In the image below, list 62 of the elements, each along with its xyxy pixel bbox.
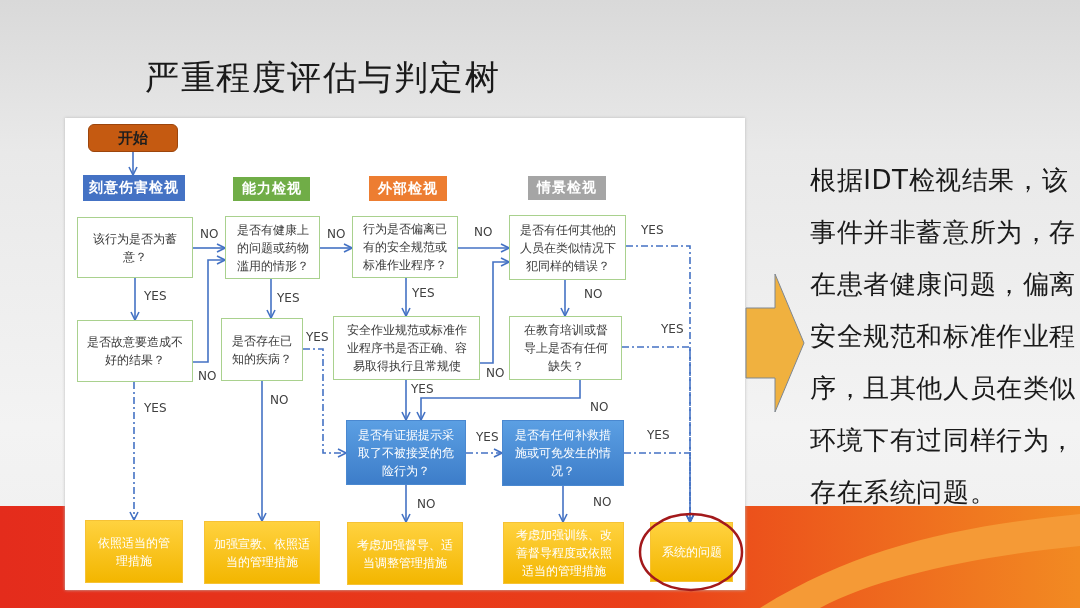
arrow: [129, 381, 139, 521]
edge-label: YES: [411, 287, 436, 300]
decision-box: 是否有证据提示采取了不被接受的危险行为？: [346, 420, 466, 485]
edge-label: YES: [143, 290, 168, 303]
arrow: [319, 243, 353, 253]
decision-box: 在教育培训或督导上是否有任何缺失？: [509, 316, 622, 380]
edge-label: YES: [410, 383, 435, 396]
outcome-box: 依照适当的管理措施: [85, 520, 183, 583]
column-header: 情景检视: [528, 176, 606, 200]
arrow: [479, 257, 510, 364]
edge-label: NO: [485, 367, 506, 380]
edge-label: NO: [197, 370, 218, 383]
edge-label: NO: [592, 496, 613, 509]
edge-label: NO: [473, 226, 494, 239]
arrow: [465, 448, 503, 458]
edge-label: NO: [326, 228, 347, 241]
arrow: [401, 379, 411, 421]
arrow: [623, 452, 695, 523]
edge-label: NO: [589, 401, 610, 414]
arrow: [401, 484, 411, 523]
edge-label: YES: [646, 429, 671, 442]
column-header: 刻意伤害检视: [83, 175, 185, 201]
decision-box: 是否存在已知的疾病？: [221, 318, 303, 381]
outcome-box: 系统的问题: [650, 522, 733, 582]
arrow: [416, 379, 581, 421]
outcome-box: 考虑加强训练、改善督导程度或依照适当的管理措施: [503, 522, 624, 584]
arrow: [266, 278, 276, 319]
arrow: [130, 277, 140, 321]
edge-label: NO: [199, 228, 220, 241]
edge-label: YES: [276, 292, 301, 305]
column-header: 能力检视: [233, 177, 310, 201]
edge-label: YES: [660, 323, 685, 336]
column-header: 外部检视: [369, 176, 447, 201]
outcome-box: 考虑加强督导、适当调整管理措施: [347, 522, 463, 585]
arrow: [302, 348, 347, 458]
block-arrow: [745, 273, 805, 413]
decision-box: 是否有任何补救措施或可免发生的情况？: [502, 420, 624, 486]
edge-label: NO: [269, 394, 290, 407]
decision-box: 安全作业规范或标准作业程序书是否正确、容易取得执行且常规使: [333, 316, 480, 380]
arrow: [401, 277, 411, 317]
conclusion-text: 根据IDT检视结果，该事件并非蓄意所为，存在患者健康问题，偏离安全规范和标准作业程序，且其他人员在类似环境下有过同样行为，存在系统问题。: [810, 154, 1078, 518]
arrow: [558, 485, 568, 523]
arrow: [457, 243, 510, 253]
decision-box: 该行为是否为蓄意？: [77, 217, 193, 278]
start-box: 开始: [88, 124, 178, 152]
outcome-box: 加强宣教、依照适当的管理措施: [204, 521, 320, 584]
arrow: [257, 380, 267, 522]
arrow: [192, 243, 226, 253]
edge-label: NO: [583, 288, 604, 301]
edge-label: NO: [416, 498, 437, 511]
arrow: [192, 255, 226, 363]
decision-box: 是否故意要造成不好的结果？: [77, 320, 193, 382]
decision-box: 是否有任何其他的人员在类似情况下犯同样的错误？: [509, 215, 626, 280]
edge-label: YES: [475, 431, 500, 444]
edge-label: YES: [305, 331, 330, 344]
decision-box: 是否有健康上的问题或药物滥用的情形？: [225, 216, 320, 279]
slide-title: 严重程度评估与判定树: [145, 56, 500, 99]
arrow: [128, 151, 138, 176]
arrow: [560, 279, 570, 317]
decision-box: 行为是否偏离已有的安全规范或标准作业程序？: [352, 216, 458, 278]
edge-label: YES: [143, 402, 168, 415]
edge-label: YES: [640, 224, 665, 237]
